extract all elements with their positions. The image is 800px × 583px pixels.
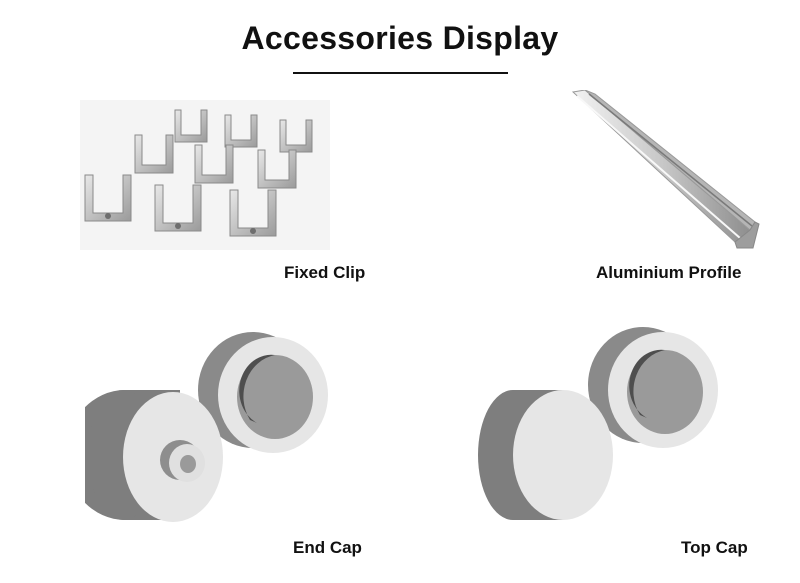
- end-cap-illustration: [85, 332, 328, 522]
- top-cap-label: Top Cap: [681, 538, 748, 557]
- end-cap-label: End Cap: [293, 538, 362, 557]
- fixed-clip-card: [80, 100, 330, 250]
- top-cap-card: [475, 325, 725, 525]
- fixed-clip-label: Fixed Clip: [284, 263, 366, 282]
- top-cap-illustration: [478, 327, 718, 520]
- fixed-clip-illustration: [80, 100, 330, 250]
- aluminium-profile-card: [565, 90, 765, 250]
- aluminium-profile-label: Aluminium Profile: [596, 263, 742, 282]
- title-underline: [293, 72, 508, 74]
- end-cap-card: [85, 325, 335, 525]
- page-title: Accessories Display: [241, 20, 559, 56]
- aluminium-profile-illustration: [571, 90, 760, 249]
